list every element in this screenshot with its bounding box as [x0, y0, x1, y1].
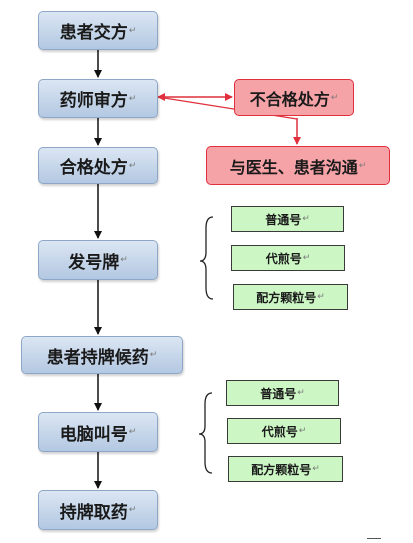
- step-qualified-prescription: 合格处方↵: [38, 147, 158, 184]
- ticket-type-decoction-1: 代煎号↵: [231, 245, 345, 271]
- unqualified-prescription-label: 不合格处方: [249, 89, 330, 109]
- brace-1: [199, 216, 214, 300]
- communicate-box: 与医生、患者沟通↵: [206, 146, 390, 185]
- step-pharmacist-review-label: 药师审方: [59, 91, 128, 111]
- ticket-type-regular-1: 普通号↵: [231, 206, 344, 232]
- step-issue-number-label: 发号牌: [68, 252, 120, 273]
- step-patient-submit: 患者交方↵: [38, 11, 158, 50]
- step-computer-call-label: 电脑叫号: [59, 424, 128, 445]
- ticket-type-regular-1-label: 普通号: [265, 212, 302, 227]
- ticket-type-granule-2: 配方颗粒号↵: [228, 456, 343, 482]
- step-computer-call: 电脑叫号↵: [38, 412, 158, 452]
- ticket-type-decoction-2-label: 代煎号: [261, 424, 298, 439]
- ticket-type-granule-1-label: 配方颗粒号: [256, 290, 317, 305]
- ticket-type-regular-2: 普通号↵: [226, 380, 339, 406]
- unqualified-prescription-box: 不合格处方↵: [234, 79, 354, 116]
- step-issue-number: 发号牌↵: [38, 240, 158, 280]
- communicate-label: 与医生、患者沟通: [229, 157, 358, 177]
- ticket-type-decoction-2: 代煎号↵: [227, 418, 341, 444]
- step-patient-wait-label: 患者持牌候药: [46, 347, 149, 368]
- step-qualified-prescription-label: 合格处方: [59, 158, 128, 178]
- ticket-type-granule-1: 配方颗粒号↵: [233, 284, 348, 310]
- page-corner-mark: [367, 538, 381, 543]
- ticket-type-granule-2-label: 配方颗粒号: [251, 462, 312, 477]
- ticket-type-decoction-1-label: 代煎号: [265, 251, 302, 266]
- step-patient-wait: 患者持牌候药↵: [21, 336, 183, 374]
- step-patient-submit-label: 患者交方: [59, 23, 128, 43]
- brace-2: [198, 392, 213, 474]
- ticket-type-regular-2-label: 普通号: [260, 386, 297, 401]
- step-pickup-label: 持牌取药: [59, 502, 128, 523]
- step-pickup: 持牌取药↵: [38, 490, 158, 530]
- step-pharmacist-review: 药师审方↵: [38, 79, 158, 118]
